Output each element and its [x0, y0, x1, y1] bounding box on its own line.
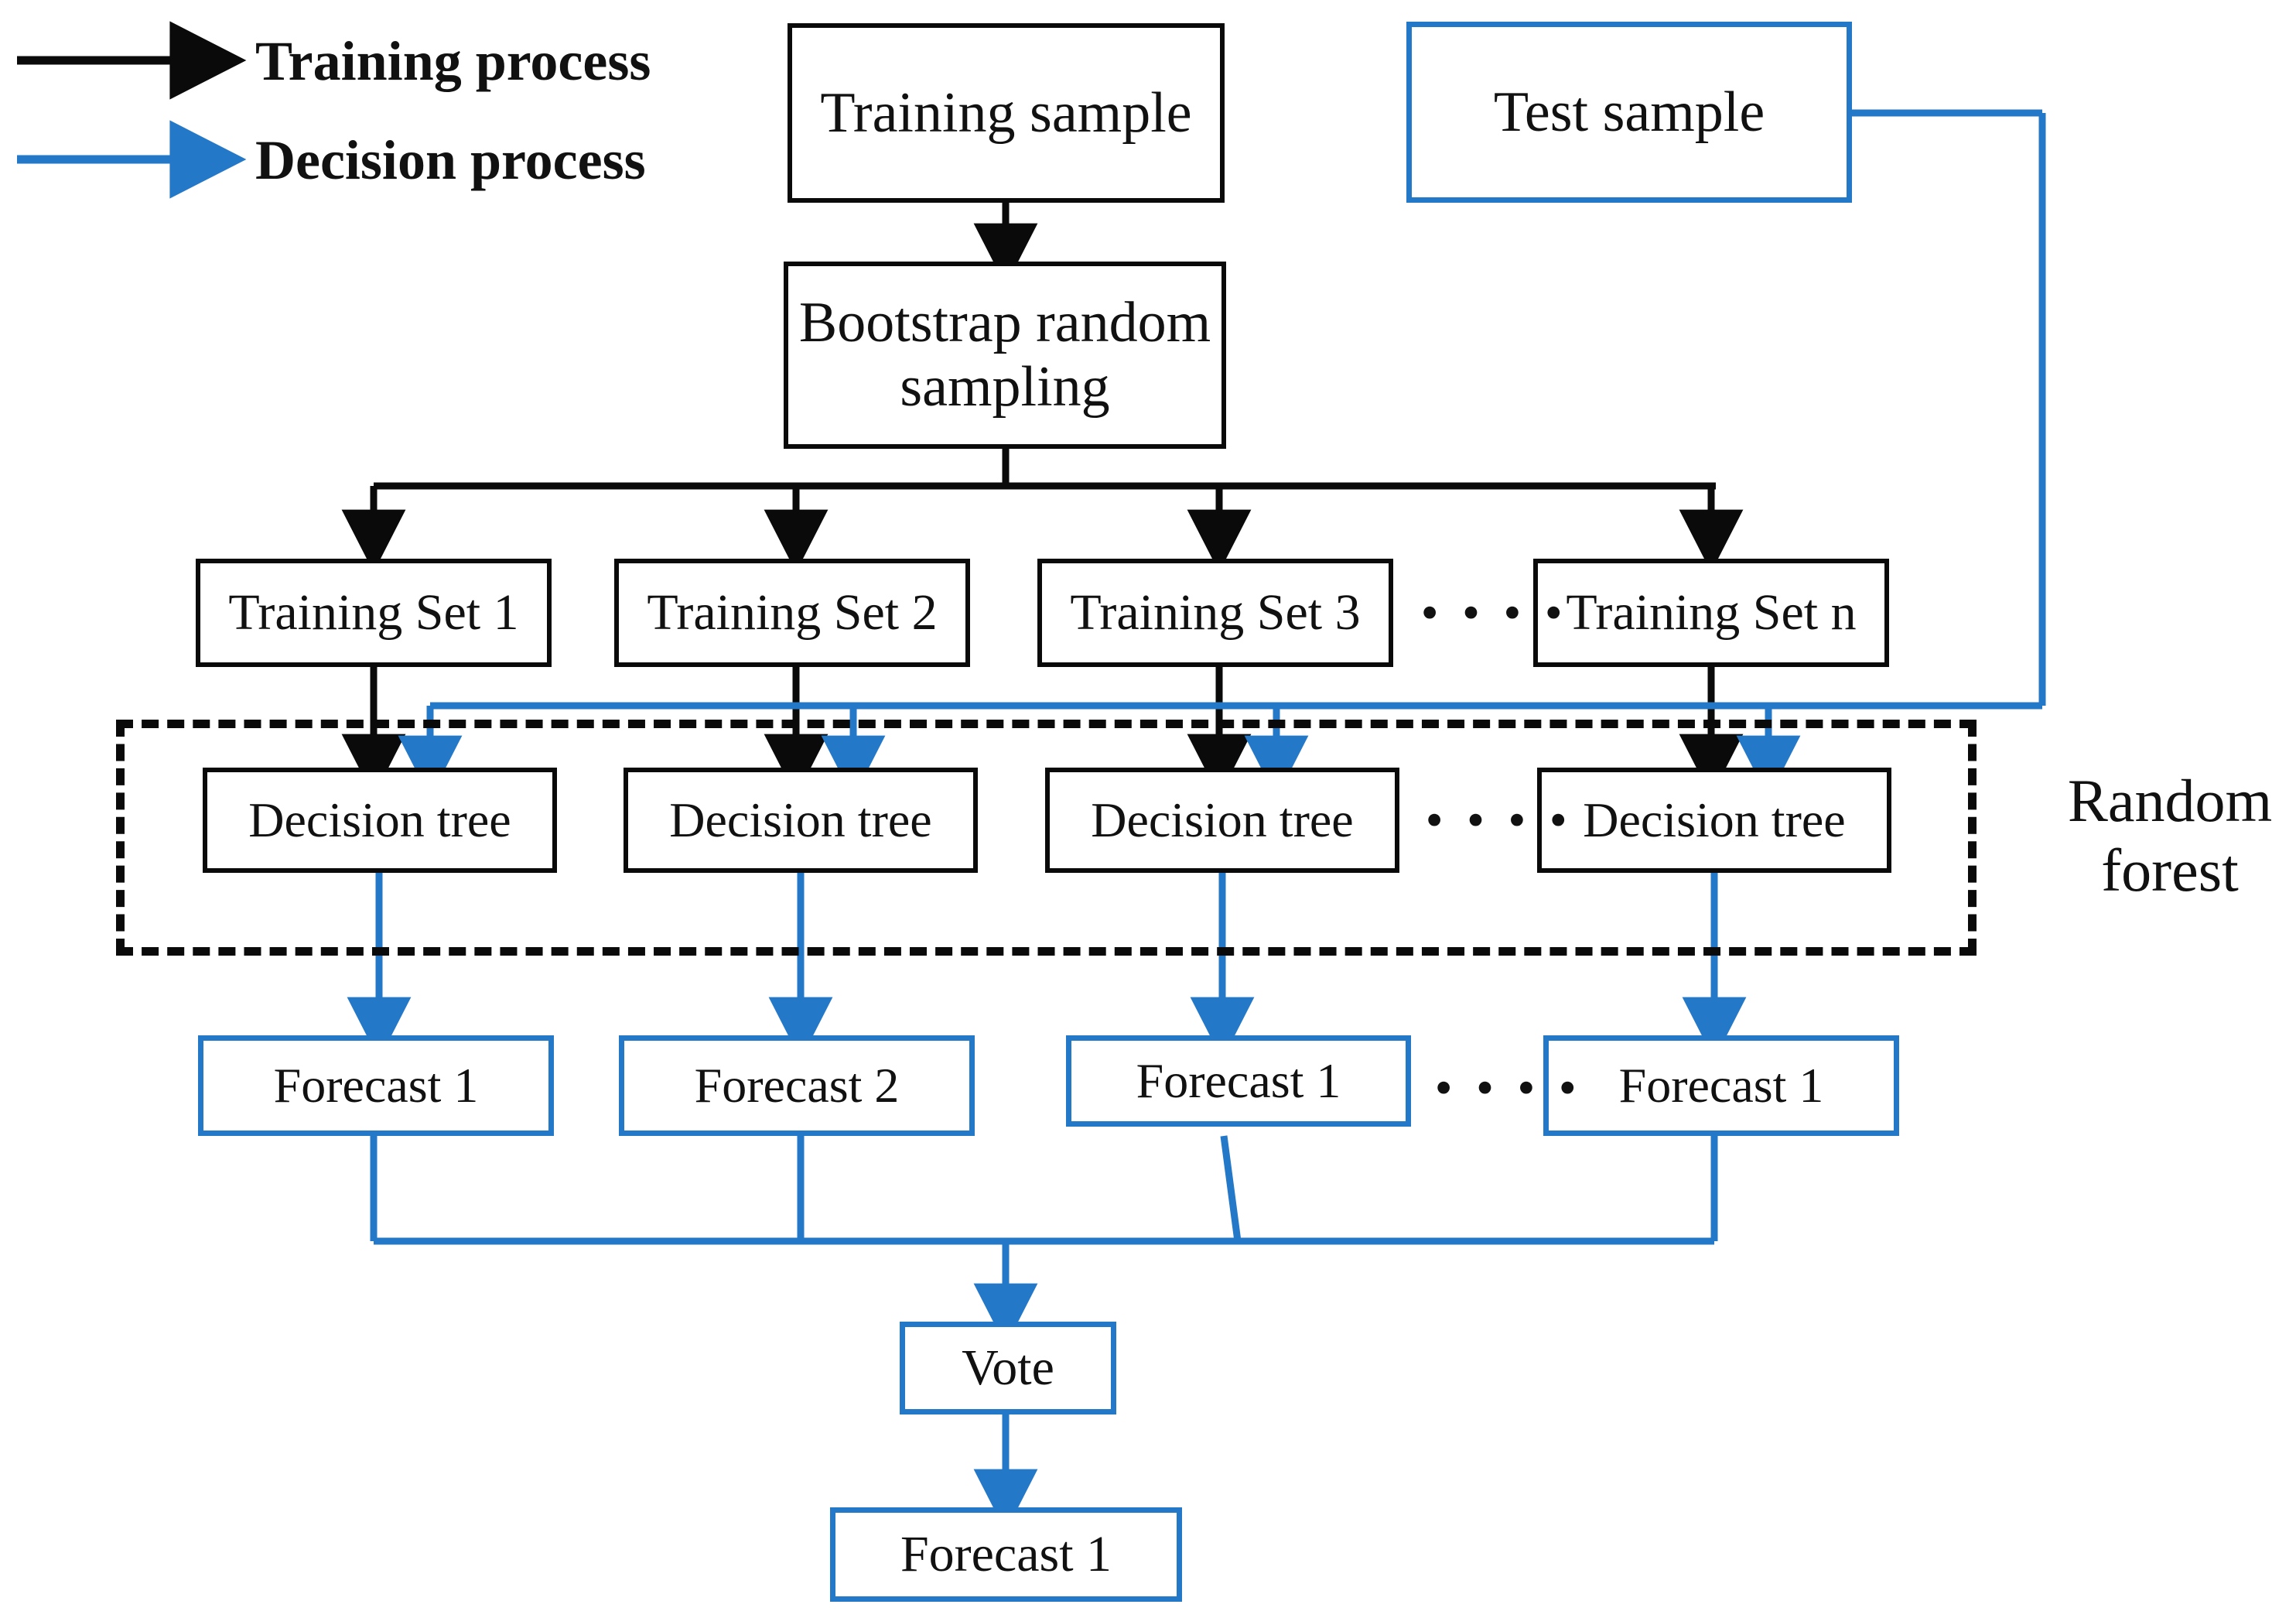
node-training-set-1[interactable]: Training Set 1 — [196, 559, 552, 667]
node-training-set-n[interactable]: Training Set n — [1533, 559, 1889, 667]
ellipsis-training-sets: • • • • — [1422, 587, 1569, 638]
node-decision-tree-2[interactable]: Decision tree — [624, 768, 978, 873]
node-decision-tree-4[interactable]: Decision tree — [1537, 768, 1891, 873]
edge-testsample-to-trees — [398, 109, 2046, 799]
bootstrap-line-2: sampling — [900, 355, 1110, 419]
node-forecast-1[interactable]: Forecast 1 — [198, 1035, 554, 1136]
node-forecast-2[interactable]: Forecast 2 — [619, 1035, 975, 1136]
random-forest-label-line-2: forest — [2101, 836, 2239, 904]
edge-bootstrap-fanout — [341, 449, 1744, 573]
node-forecast-n[interactable]: Forecast 1 — [1543, 1035, 1899, 1136]
ellipsis-forecasts: • • • • — [1436, 1062, 1583, 1113]
random-forest-label-line-1: Random — [2067, 767, 2273, 834]
random-forest-label: Random forest — [2042, 766, 2296, 905]
node-training-set-2[interactable]: Training Set 2 — [614, 559, 970, 667]
node-decision-tree-3[interactable]: Decision tree — [1045, 768, 1399, 873]
node-bootstrap-random-sampling[interactable]: Bootstrap random sampling — [784, 262, 1226, 449]
node-decision-tree-1[interactable]: Decision tree — [203, 768, 557, 873]
edge-forecasts-to-vote — [370, 1135, 1718, 1346]
node-final-forecast[interactable]: Forecast 1 — [830, 1507, 1182, 1602]
node-forecast-3[interactable]: Forecast 1 — [1066, 1035, 1411, 1127]
legend-label-training-process: Training process — [255, 30, 651, 92]
node-training-set-3[interactable]: Training Set 3 — [1037, 559, 1393, 667]
node-training-sample[interactable]: Training sample — [788, 23, 1225, 203]
random-forest-container — [116, 720, 1977, 956]
ellipsis-decision-trees: • • • • — [1426, 795, 1573, 845]
node-vote[interactable]: Vote — [900, 1322, 1116, 1414]
legend-label-decision-process: Decision process — [255, 129, 646, 191]
bootstrap-line-1: Bootstrap random — [798, 291, 1211, 355]
node-test-sample[interactable]: Test sample — [1406, 22, 1852, 203]
